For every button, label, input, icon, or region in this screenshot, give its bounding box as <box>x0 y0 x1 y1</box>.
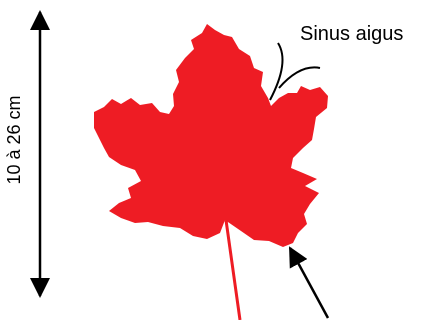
lower-arrow <box>290 248 328 318</box>
leaf-blade <box>94 24 328 247</box>
sinus-label: Sinus aigus <box>300 23 403 45</box>
leaf-petiole <box>226 220 240 320</box>
sinus-curve <box>279 67 320 88</box>
maple-leaf-icon <box>94 24 328 320</box>
lower-pointer <box>290 248 328 318</box>
size-indicator: 10 à 26 cm <box>4 12 40 296</box>
size-label: 10 à 26 cm <box>4 95 24 184</box>
sinus-pointer <box>270 43 283 100</box>
sinus-callout: Sinus aigus <box>270 23 403 100</box>
